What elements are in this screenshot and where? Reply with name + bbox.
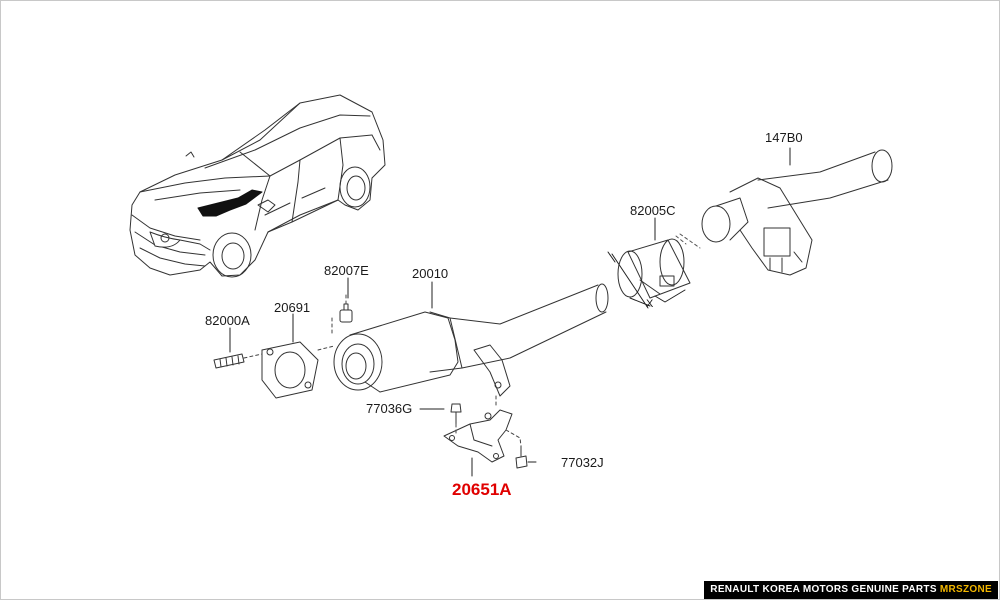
part-label-82000a[interactable]: 82000A	[205, 313, 250, 328]
bracket-20651a	[443, 409, 513, 463]
bolt-77032j	[515, 445, 528, 469]
leader-lines	[229, 147, 791, 477]
gasket-20691	[261, 341, 319, 399]
egr-hose-147b0	[701, 149, 893, 276]
footer-text: RENAULT KOREA MOTORS GENUINE PARTS	[710, 584, 940, 595]
part-label-77036g[interactable]: 77036G	[366, 401, 413, 416]
stud-82000a	[213, 353, 245, 369]
dimension-mark-x: X	[646, 298, 654, 310]
part-label-147b0[interactable]: 147B0	[765, 130, 803, 145]
bolt-77036g	[450, 403, 462, 425]
vehicle-illustration	[129, 94, 386, 278]
part-label-20691[interactable]: 20691	[274, 300, 311, 315]
clamp-82005c	[607, 233, 701, 309]
footer-brand: MRSZONE	[939, 584, 992, 595]
nut-82007e	[339, 303, 353, 323]
assembly-guide-lines	[243, 294, 522, 447]
catalytic-converter-assembly	[333, 283, 609, 397]
footer-banner: RENAULT KOREA MOTORS GENUINE PARTS MRSZO…	[704, 581, 998, 599]
part-label-82005c[interactable]: 82005C	[630, 203, 676, 218]
part-label-20010[interactable]: 20010	[412, 266, 449, 281]
part-label-20651a-highlighted[interactable]: 20651A	[452, 480, 512, 499]
part-label-82007e[interactable]: 82007E	[324, 263, 369, 278]
part-label-77032j[interactable]: 77032J	[561, 455, 604, 470]
